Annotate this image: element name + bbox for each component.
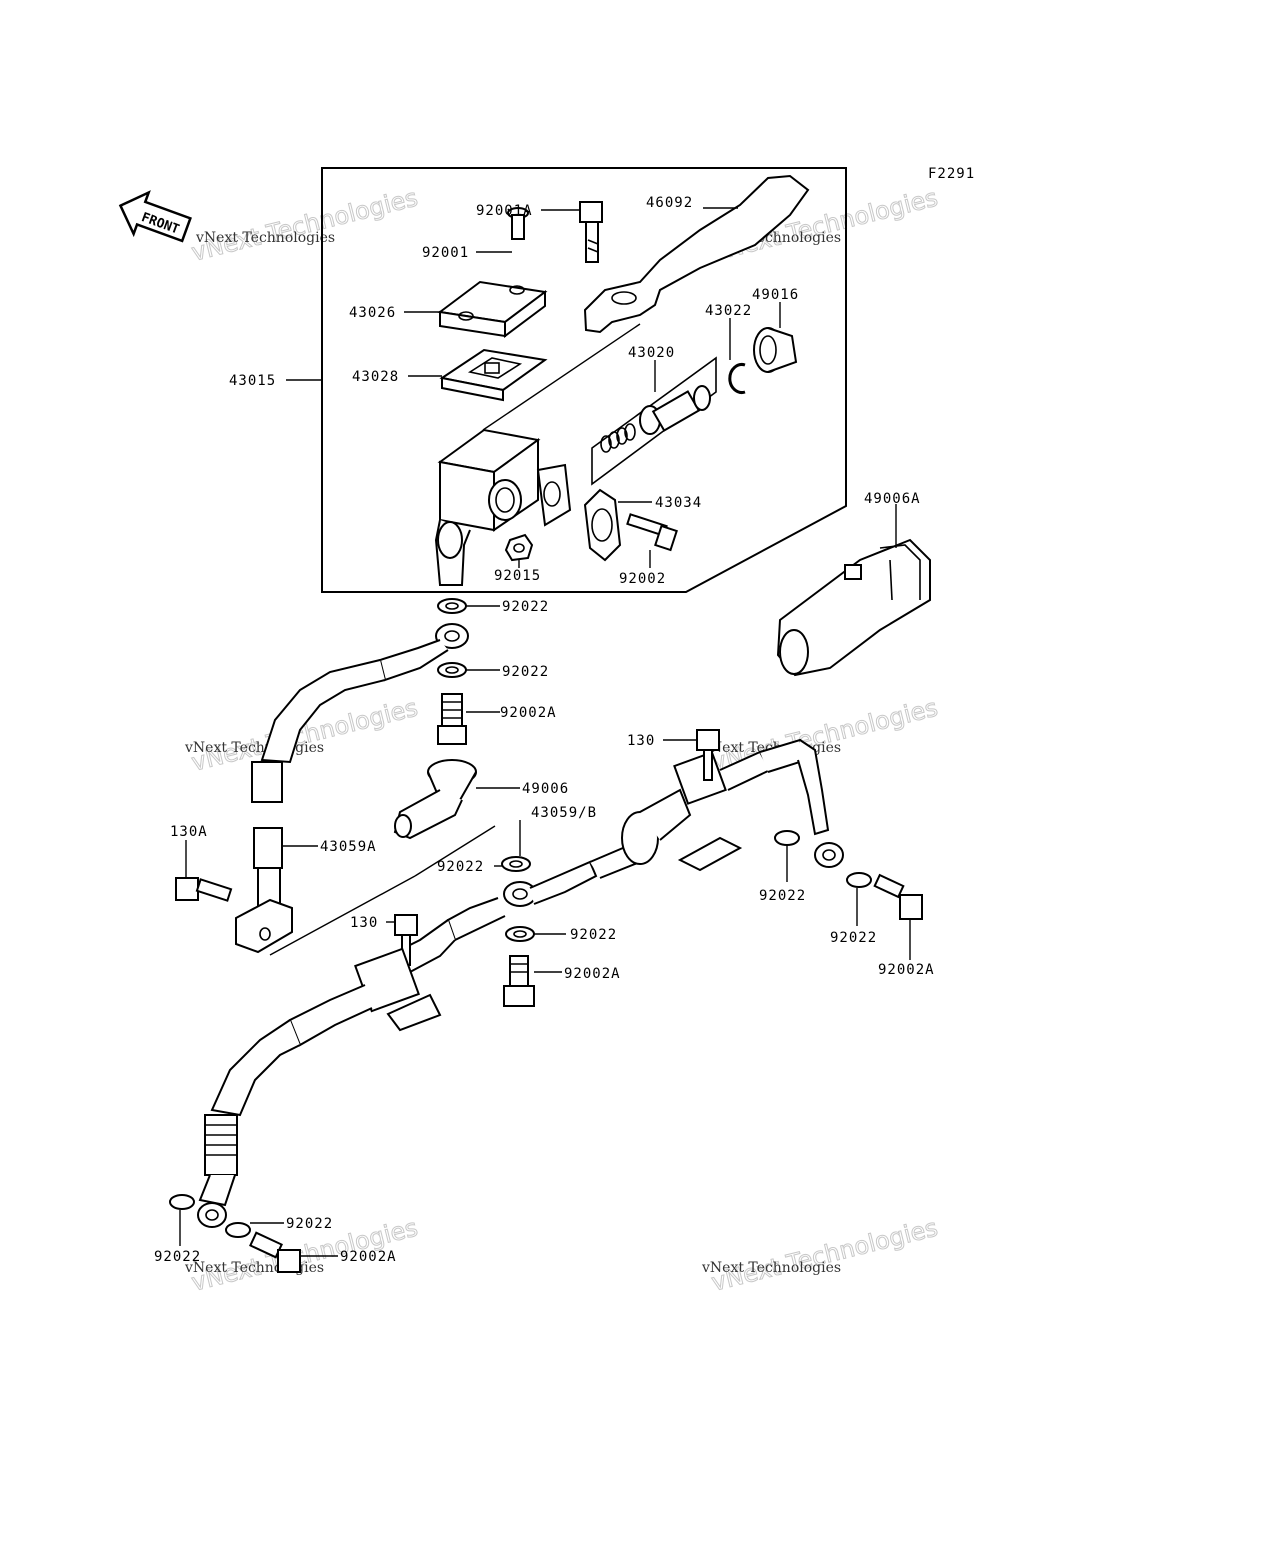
label-92022: 92022	[502, 599, 549, 615]
lower-hose-assembly	[169, 897, 506, 1273]
clamp-43034	[583, 488, 622, 562]
label-92002A: 92002A	[500, 705, 557, 721]
watermark-big: vNext Technologies	[709, 1213, 941, 1296]
label-43059A: 43059A	[320, 839, 377, 855]
part-labels: 92001A 46092 92001 43026 43022 49016 430…	[154, 195, 935, 1265]
leader-lines	[179, 207, 911, 1257]
label-43020: 43020	[628, 345, 675, 361]
label-92022: 92022	[570, 927, 617, 943]
screw-92001	[507, 207, 529, 240]
boot-49016	[753, 327, 798, 373]
label-130: 130	[350, 915, 378, 931]
label-49016: 49016	[752, 287, 799, 303]
nut-92015	[504, 533, 534, 562]
label-92001: 92001	[422, 245, 469, 261]
label-46092: 46092	[646, 195, 693, 211]
reservoir-cup-49006	[393, 759, 477, 840]
watermark-big: vNext Technologies	[189, 183, 421, 266]
brake-lever-46092	[583, 174, 810, 334]
label-92002A: 92002A	[564, 966, 621, 982]
banjo-bolt-92002A-upper	[437, 693, 467, 745]
front-arrow-icon: FRONT	[118, 190, 192, 243]
label-43026: 43026	[349, 305, 396, 321]
bolt-92001A	[579, 201, 603, 263]
hose-43059A	[235, 761, 293, 954]
divider-line	[269, 875, 416, 956]
watermark-small: vNext Technologies	[195, 230, 335, 246]
label-92022: 92022	[154, 1249, 201, 1265]
reservoir-49006A	[776, 538, 931, 677]
middle-hose-assembly	[501, 738, 844, 942]
piston-kit-43020	[591, 356, 717, 486]
label-92022: 92022	[502, 664, 549, 680]
label-43034: 43034	[655, 495, 702, 511]
bolt-130A	[175, 877, 233, 902]
label-92002: 92002	[619, 571, 666, 587]
master-cylinder-body	[434, 323, 641, 586]
watermark-small: vNext Technologies	[184, 1260, 324, 1276]
right-fittings	[774, 830, 923, 920]
label-49006: 49006	[522, 781, 569, 797]
label-43028: 43028	[352, 369, 399, 385]
circlip-43022	[728, 363, 746, 394]
bolt-92002	[626, 513, 678, 552]
label-49006A: 49006A	[864, 491, 921, 507]
diagram-code: F2291	[928, 166, 975, 182]
label-43059-B: 43059/B	[531, 805, 597, 821]
label-92022: 92022	[759, 888, 806, 904]
label-130: 130	[627, 733, 655, 749]
label-92001A: 92001A	[476, 203, 533, 219]
label-130A: 130A	[170, 824, 208, 840]
label-92002A: 92002A	[878, 962, 935, 978]
label-92022: 92022	[830, 930, 877, 946]
assembly-box-43015	[321, 167, 847, 593]
watermark-small: vNext Technologies	[701, 1260, 841, 1276]
reservoir-cap-43026	[437, 280, 548, 338]
label-92022: 92022	[437, 859, 484, 875]
label-92002A: 92002A	[340, 1249, 397, 1265]
diaphragm-43028	[439, 348, 548, 402]
label-92022: 92022	[286, 1216, 333, 1232]
label-43022: 43022	[705, 303, 752, 319]
banjo-bolt-92002A-middle	[503, 955, 535, 1007]
label-43015: 43015	[229, 373, 276, 389]
watermark-small: vNext Technologies	[184, 740, 324, 756]
label-92015: 92015	[494, 568, 541, 584]
